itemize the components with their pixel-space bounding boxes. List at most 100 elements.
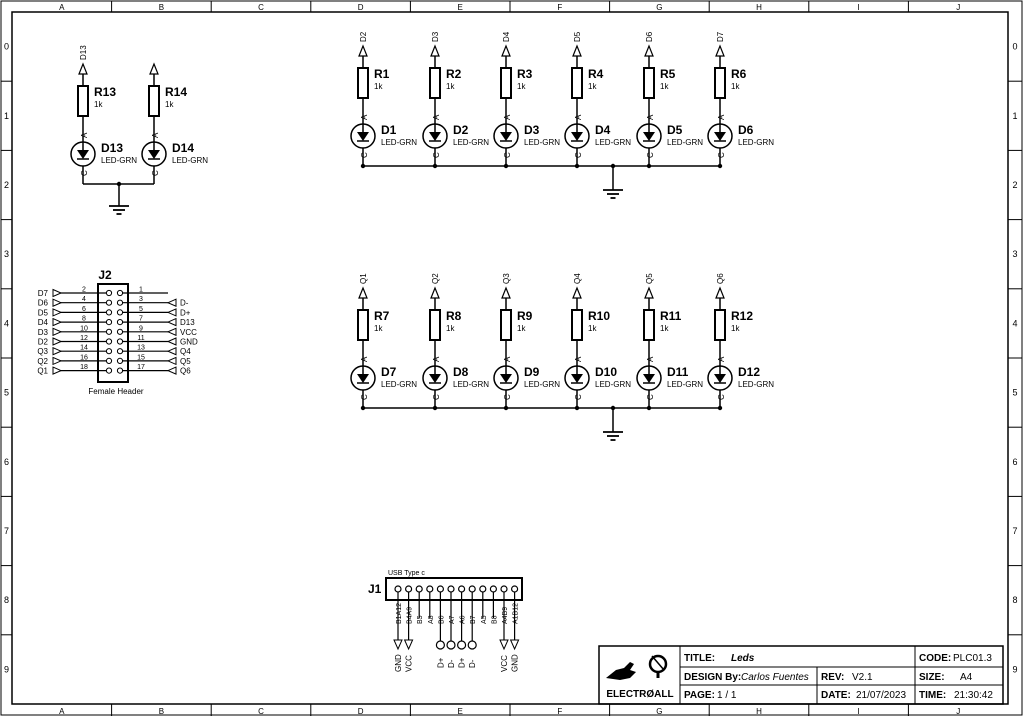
header-port xyxy=(52,356,63,366)
usb-pin xyxy=(436,585,444,593)
header-socket xyxy=(105,289,113,297)
usb-testpoint xyxy=(457,640,467,650)
led-value: LED-GRN xyxy=(453,138,489,147)
header-port xyxy=(52,327,63,337)
led-diode xyxy=(429,132,441,141)
column-label: D xyxy=(358,707,364,716)
resistor-value: 1k xyxy=(165,100,174,109)
led-diode xyxy=(429,374,441,383)
led-ref: D1 xyxy=(381,123,397,137)
resistor-value: 1k xyxy=(660,324,669,333)
junction-dot xyxy=(360,163,366,169)
header-socket xyxy=(105,319,113,326)
header-port xyxy=(166,308,177,317)
column-label: C xyxy=(258,707,264,716)
led-value: LED-GRN xyxy=(524,380,560,389)
led-ref: D13 xyxy=(101,141,123,155)
led-value: LED-GRN xyxy=(172,156,208,165)
led-value: LED-GRN xyxy=(738,380,774,389)
header-pin-number: 17 xyxy=(137,364,145,371)
net-port-arrow xyxy=(572,44,582,57)
junction-dot xyxy=(717,163,723,169)
header-pin-number: 5 xyxy=(139,306,143,313)
header-net-left: Q3 xyxy=(37,347,48,356)
column-label: I xyxy=(857,707,859,716)
header-port xyxy=(52,288,63,298)
header-net-right: Q5 xyxy=(180,357,191,366)
usb-pin xyxy=(479,585,487,593)
resistor-value: 1k xyxy=(588,82,597,91)
header-net-right: D13 xyxy=(180,318,195,327)
header-socket xyxy=(116,348,124,355)
resistor-value: 1k xyxy=(374,324,383,333)
header-net-right: GND xyxy=(180,338,198,347)
header-pin-number: 16 xyxy=(80,354,88,361)
column-label: D xyxy=(358,3,364,12)
header-socket xyxy=(105,328,113,335)
usb-pin-label: B1A12 xyxy=(396,603,403,624)
usb-net: GND xyxy=(394,654,403,672)
page-value: 1 / 1 xyxy=(717,690,737,701)
net-port-arrow xyxy=(572,286,582,299)
header-socket xyxy=(105,338,113,345)
header-pin-number: 6 xyxy=(82,306,86,313)
net-label: Q4 xyxy=(573,273,582,284)
led-diode xyxy=(357,132,369,141)
usb-testpoint xyxy=(446,640,456,650)
led-diode xyxy=(571,132,583,141)
led-ref: D7 xyxy=(381,365,397,379)
led-ref: D4 xyxy=(595,123,611,137)
usb-pin xyxy=(489,585,497,593)
usb-testpoint xyxy=(435,640,445,650)
header-pin-number: 13 xyxy=(137,345,145,352)
usb-pin-label: A8 xyxy=(428,615,435,624)
led-diode xyxy=(77,150,89,159)
bottom-led-row: Q1R71kAD7LED-GRNCQ2R81kAD8LED-GRNCQ3R91k… xyxy=(350,273,774,441)
usb-net: D- xyxy=(447,659,456,668)
junction-dot xyxy=(717,405,723,411)
usb-port xyxy=(393,639,403,651)
led-value: LED-GRN xyxy=(524,138,560,147)
resistor-ref: R11 xyxy=(660,309,682,323)
header-ref: J2 xyxy=(98,268,112,282)
column-label: F xyxy=(557,3,562,12)
header-port xyxy=(166,366,177,375)
led-ref: D9 xyxy=(524,365,540,379)
usb-pin-label: B7 xyxy=(470,615,477,624)
net-label: D6 xyxy=(645,31,654,42)
junction-dot xyxy=(503,405,509,411)
header-port xyxy=(166,298,177,307)
column-label: H xyxy=(756,3,762,12)
row-label: 3 xyxy=(4,249,9,259)
resistor-body xyxy=(77,85,89,117)
header-port xyxy=(166,317,177,327)
header-net-left: D3 xyxy=(38,328,49,337)
top-led-row: D2R11kAD1LED-GRNCD3R21kAD2LED-GRNCD4R31k… xyxy=(350,31,774,199)
junction-dot xyxy=(360,405,366,411)
usb-pin-label: A7 xyxy=(449,615,456,624)
page-label: PAGE: xyxy=(684,690,715,701)
resistor-ref: R12 xyxy=(731,309,753,323)
usb-name: USB Type c xyxy=(388,570,425,577)
usb-net: GND xyxy=(511,654,520,672)
header-port xyxy=(166,356,177,366)
pin-a-label: A xyxy=(432,114,441,120)
resistor-ref: R10 xyxy=(588,309,610,323)
junction-dot xyxy=(432,405,438,411)
row-label: 1 xyxy=(1012,111,1017,121)
header-socket xyxy=(116,319,124,326)
net-label: D4 xyxy=(502,31,511,42)
date-value: 21/07/2023 xyxy=(856,690,906,701)
usb-net: VCC xyxy=(500,655,509,672)
resistor-value: 1k xyxy=(374,82,383,91)
usb-pin xyxy=(447,585,455,593)
net-port-arrow xyxy=(715,44,725,57)
usb-ref: J1 xyxy=(368,582,382,596)
net-port-arrow xyxy=(149,62,159,75)
header-net-left: D4 xyxy=(38,318,49,327)
net-label: Q6 xyxy=(716,273,725,284)
usb-pin-label: A4B9 xyxy=(502,607,509,624)
header-port xyxy=(166,346,177,356)
